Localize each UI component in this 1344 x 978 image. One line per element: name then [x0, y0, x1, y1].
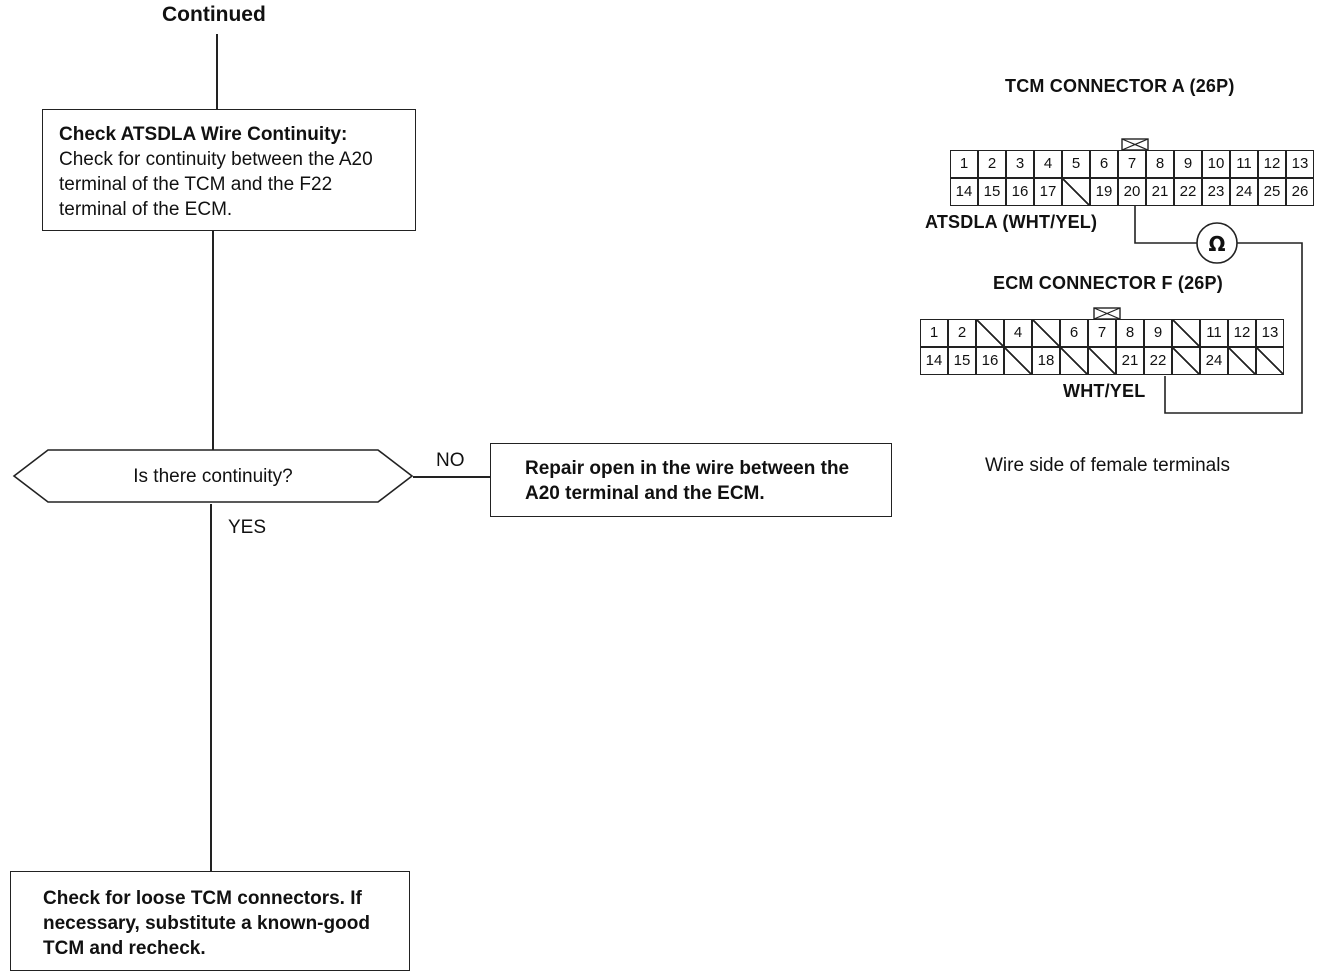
connector-line-middle: [212, 231, 214, 451]
ecm-terminal-14: 14: [920, 347, 948, 375]
ecm-terminal-12: 12: [1228, 319, 1256, 347]
ecm-terminal-11: 11: [1200, 319, 1228, 347]
tcm-lock-tab-icon: [1121, 138, 1149, 151]
ecm-terminal-9: 9: [1144, 319, 1172, 347]
tcm-terminal-19: 19: [1090, 178, 1118, 206]
ecm-terminal-2: 2: [948, 319, 976, 347]
tcm-terminal-7: 7: [1118, 150, 1146, 178]
connector-line-bottom: [210, 504, 212, 872]
ecm-terminal-empty: [1172, 347, 1200, 375]
no-label: NO: [436, 450, 465, 471]
tcm-terminal-16: 16: [1006, 178, 1034, 206]
ecm-terminal-24: 24: [1200, 347, 1228, 375]
tcm-terminal-14: 14: [950, 178, 978, 206]
ecm-lock-tab-icon: [1093, 307, 1121, 320]
ecm-terminal-13: 13: [1256, 319, 1284, 347]
ohmmeter-icon: Ω: [1196, 222, 1238, 264]
ecm-terminal-16: 16: [976, 347, 1004, 375]
tcm-terminal-24: 24: [1230, 178, 1258, 206]
ohm-symbol: Ω: [1208, 232, 1225, 256]
ecm-terminal-empty: [1088, 347, 1116, 375]
ecm-terminal-7: 7: [1088, 319, 1116, 347]
tcm-terminal-5: 5: [1062, 150, 1090, 178]
continued-label: Continued: [162, 3, 266, 26]
ecm-terminal-18: 18: [1032, 347, 1060, 375]
tcm-wire-label: ATSDLA (WHT/YEL): [925, 212, 1098, 232]
ecm-terminal-empty: [1060, 347, 1088, 375]
ecm-terminal-21: 21: [1116, 347, 1144, 375]
check-continuity-step: Check ATSDLA Wire Continuity: Check for …: [42, 109, 416, 231]
ecm-connector-title: ECM CONNECTOR F (26P): [993, 273, 1223, 293]
decision-diamond: [12, 449, 414, 503]
ecm-terminal-4: 4: [1004, 319, 1032, 347]
tcm-terminal-2: 2: [978, 150, 1006, 178]
ecm-terminal-8: 8: [1116, 319, 1144, 347]
step-title: Check ATSDLA Wire Continuity:: [59, 124, 348, 145]
tcm-terminal-4: 4: [1034, 150, 1062, 178]
ecm-terminal-22: 22: [1144, 347, 1172, 375]
ecm-wire-label: WHT/YEL: [1063, 381, 1146, 401]
tcm-probe-wire: [1134, 206, 1197, 244]
ecm-terminal-empty: [1172, 319, 1200, 347]
final-step-text: Check for loose TCM connectors. If neces…: [43, 888, 370, 959]
tcm-terminal-1: 1: [950, 150, 978, 178]
ecm-terminal-empty: [1032, 319, 1060, 347]
tcm-terminal-empty: [1062, 178, 1090, 206]
ecm-terminal-6: 6: [1060, 319, 1088, 347]
tcm-terminal-8: 8: [1146, 150, 1174, 178]
tcm-terminal-13: 13: [1286, 150, 1314, 178]
ecm-terminal-15: 15: [948, 347, 976, 375]
no-branch-line: [413, 476, 491, 478]
tcm-terminal-23: 23: [1202, 178, 1230, 206]
tcm-terminal-3: 3: [1006, 150, 1034, 178]
tcm-terminal-6: 6: [1090, 150, 1118, 178]
repair-text: Repair open in the wire between the A20 …: [525, 458, 850, 504]
step-body: Check for continuity between the A20 ter…: [59, 149, 373, 220]
tcm-terminal-26: 26: [1286, 178, 1314, 206]
ecm-terminal-empty: [1004, 347, 1032, 375]
tcm-terminal-11: 11: [1230, 150, 1258, 178]
ecm-terminal-empty: [976, 319, 1004, 347]
connector-line-top: [216, 34, 218, 110]
tcm-terminal-12: 12: [1258, 150, 1286, 178]
tcm-terminal-20: 20: [1118, 178, 1146, 206]
ecm-terminal-empty: [1228, 347, 1256, 375]
ecm-terminal-empty: [1256, 347, 1284, 375]
tcm-terminal-25: 25: [1258, 178, 1286, 206]
yes-label: YES: [228, 517, 267, 538]
decision-question: Is there continuity?: [133, 466, 293, 487]
final-step-box: Check for loose TCM connectors. If neces…: [10, 871, 410, 971]
repair-box: Repair open in the wire between the A20 …: [490, 443, 892, 517]
caption: Wire side of female terminals: [985, 455, 1230, 476]
tcm-terminal-21: 21: [1146, 178, 1174, 206]
tcm-terminal-22: 22: [1174, 178, 1202, 206]
tcm-terminal-15: 15: [978, 178, 1006, 206]
tcm-terminal-17: 17: [1034, 178, 1062, 206]
tcm-terminal-9: 9: [1174, 150, 1202, 178]
tcm-terminal-10: 10: [1202, 150, 1230, 178]
tcm-connector-title: TCM CONNECTOR A (26P): [1005, 76, 1235, 96]
ecm-terminal-1: 1: [920, 319, 948, 347]
